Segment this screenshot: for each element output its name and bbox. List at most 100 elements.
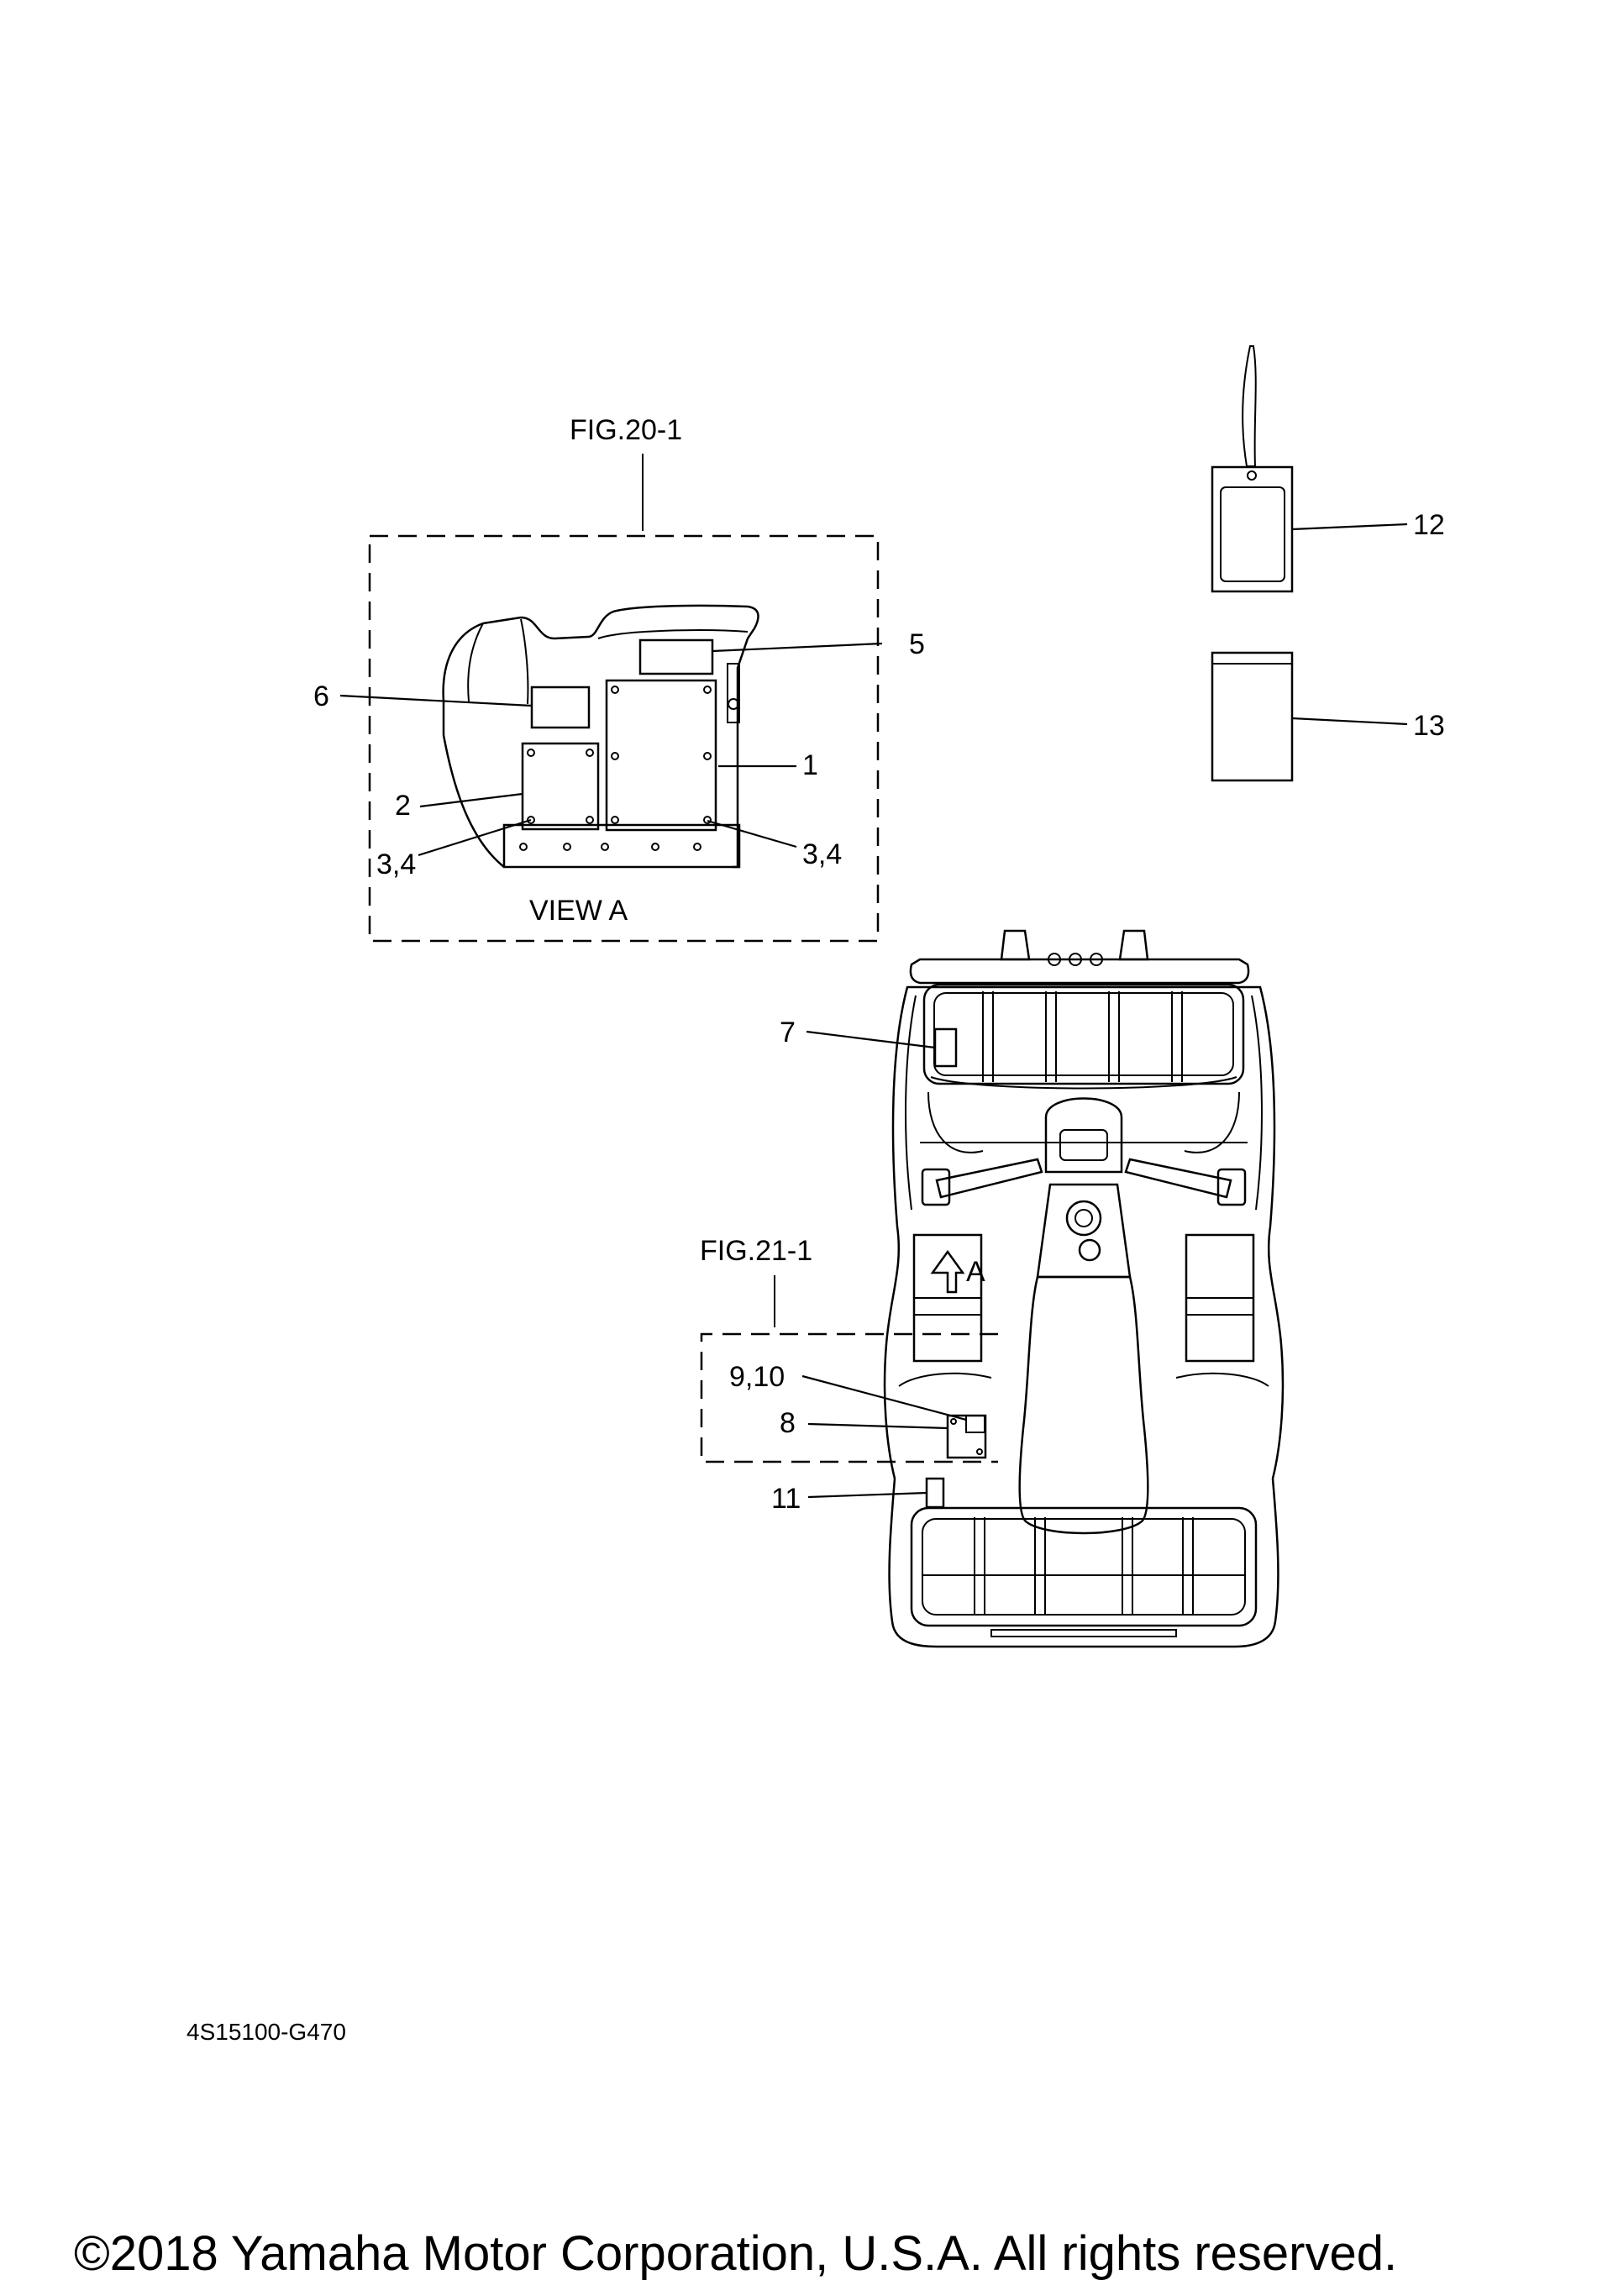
rivet [703,816,712,824]
fig-21-1-label[interactable]: FIG.21-1 [700,1235,812,1267]
seat [1018,1275,1149,1535]
rivet [976,1448,983,1455]
steering-column [1044,1097,1123,1174]
front-rack-inner [933,992,1234,1076]
label-5-sticker [638,638,714,675]
rivet [611,686,619,694]
front-fender-left-inner [905,995,917,1211]
view-arrow-icon [930,1249,965,1294]
fender-inner-fold [520,618,529,705]
rear-rack-inner [922,1518,1246,1616]
label-2-sticker [521,742,600,831]
fender-top-ridge [597,629,749,639]
right-grip-throttle [1216,1168,1247,1206]
fender-base-plate [502,823,741,869]
headlight-bolt [1069,953,1082,966]
callout-5[interactable]: 5 [909,628,925,660]
tag-hole [1247,470,1257,481]
rivet [563,843,571,851]
front-rack-bar [909,958,1250,985]
callout-11[interactable]: 11 [771,1483,801,1515]
callout-1[interactable]: 1 [802,749,818,781]
leader-12 [1291,523,1408,531]
rivet [586,749,594,757]
leader-11 [807,1491,927,1499]
headlight-bolt [1090,953,1103,966]
rivet [586,816,594,824]
hang-tag-group: 12 [1211,345,1445,593]
callout-13[interactable]: 13 [1413,710,1445,742]
front-rack-frame [922,983,1245,1085]
tank-vent [1078,1238,1101,1262]
handlebar-right [1124,1158,1232,1199]
rivet [527,816,535,824]
callout-8[interactable]: 8 [780,1407,796,1439]
part-code: 4S15100-G470 [187,2019,346,2045]
rear-rack-frame [910,1506,1258,1627]
owner-manual-booklet [1211,651,1294,782]
leader-13 [1291,717,1408,726]
left-grip-switch [921,1168,951,1206]
leader-7 [806,1030,936,1049]
rivet [950,1418,957,1425]
hang-tag-inner [1220,486,1285,582]
fig-20-1-label[interactable]: FIG.20-1 [570,414,682,446]
callout-6[interactable]: 6 [313,680,329,712]
atv-top-view: 7 A [700,929,1285,1648]
callout-7[interactable]: 7 [780,1017,796,1048]
label-6-sticker [530,686,591,729]
rear-fender-left-curve [898,1372,992,1387]
leader-9-10 [801,1374,967,1421]
rivet [703,686,712,694]
rivet [519,843,528,851]
callout-9-10[interactable]: 9,10 [729,1361,785,1393]
rear-fender-outline [442,604,759,869]
tag-string [1242,345,1257,467]
rivet [693,843,701,851]
rivet [601,843,609,851]
fuel-cap [1065,1200,1102,1237]
leader-6 [339,694,533,707]
label-9-10-sticker [965,1415,985,1433]
front-fender-right-inner [1251,995,1263,1211]
manual-booklet-group: 13 [1211,651,1445,782]
label-1-sticker [605,679,717,832]
rear-fender-right-curve [1175,1372,1269,1387]
leader-8 [807,1422,948,1430]
meter-cluster [1059,1129,1108,1161]
view-a-title: VIEW A [529,895,628,927]
copyright-notice: ©2018 Yamaha Motor Corporation, U.S.A. A… [74,2226,1397,2281]
rear-bumper-plate [990,1629,1177,1637]
leader-2 [419,792,523,808]
leader-5 [712,642,883,653]
leader-3-4-right [707,819,797,849]
fender-inner-curve [467,623,484,702]
callout-3-4-left[interactable]: 3,4 [376,849,416,880]
rivet [611,816,619,824]
side-bracket [727,663,740,723]
rack-post-right [1118,929,1149,961]
callout-12[interactable]: 12 [1413,509,1445,541]
fender-curve-left [927,1091,984,1153]
bracket-hole [728,698,739,710]
fender-left-edge [442,701,505,868]
rivet [611,752,619,760]
fig-21-1-dashed-frame [700,1332,998,1463]
fuel-cap-center [1074,1209,1093,1227]
view-arrow-label: A [966,1256,985,1288]
fender-curve-right [1184,1091,1240,1153]
rivet [651,843,659,851]
leader-3-4-left [418,818,532,857]
handlebar-left [935,1158,1043,1199]
rivet [527,749,535,757]
label-11-sticker [925,1477,945,1509]
rack-post-left [1000,929,1031,961]
callout-3-4-right[interactable]: 3,4 [802,838,842,870]
hang-tag-outer [1211,465,1294,593]
rivet [703,752,712,760]
label-7-sticker [933,1027,958,1068]
callout-2[interactable]: 2 [395,790,411,822]
view-a-dashed-frame [368,534,880,943]
atv-body-outline [883,985,1285,1648]
